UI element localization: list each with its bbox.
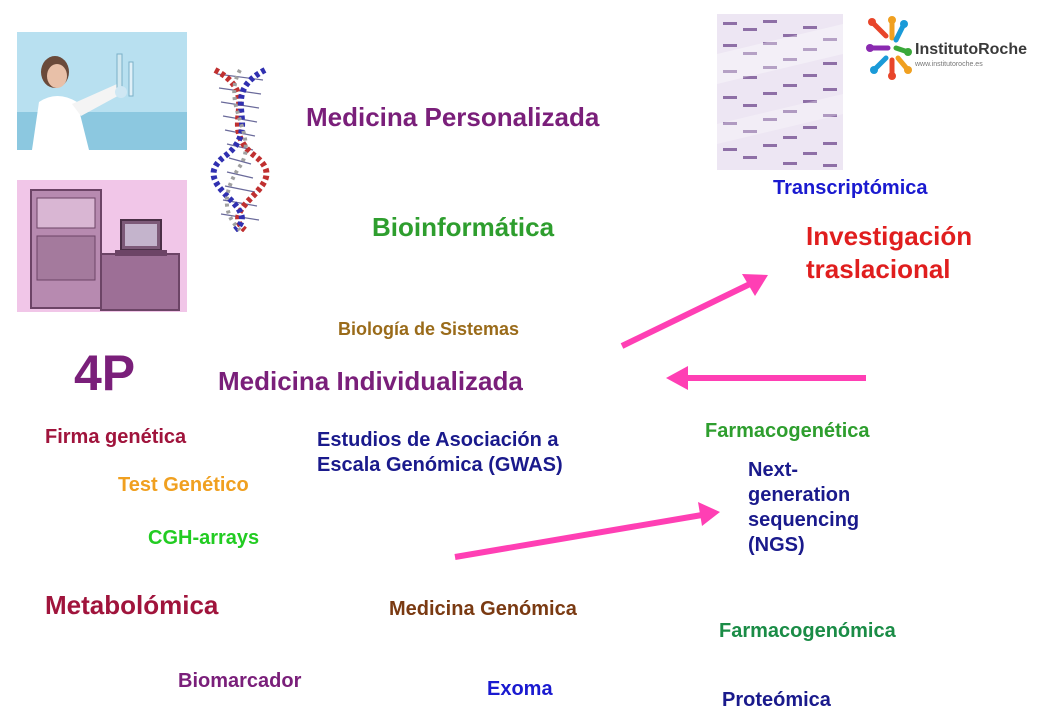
scientist-illustration <box>17 32 187 150</box>
term-medicina-individualizada: Medicina Individualizada <box>218 366 523 396</box>
scientist-photo <box>17 32 187 150</box>
term-ngs-line1: Next- <box>748 459 799 481</box>
term-farmacogenetica: Farmacogenética <box>705 420 870 442</box>
term-gwas-line1: Estudios de Asociación a <box>317 429 559 451</box>
term-gwas-line2: Escala Genómica (GWAS) <box>317 454 563 476</box>
dna-helix <box>205 66 275 232</box>
sequencer-photo <box>17 180 187 312</box>
term-ngs-line3: sequencing <box>748 509 860 531</box>
term-medicina-genomica: Medicina Genómica <box>389 598 577 620</box>
term-gwas: Estudios de Asociación a Escala Genómica… <box>317 428 563 478</box>
term-biomarcador: Biomarcador <box>178 670 302 692</box>
term-firma-genetica: Firma genética <box>45 426 187 448</box>
term-cgh-arrays: CGH-arrays <box>148 527 260 549</box>
term-biologia-sistemas: Biología de Sistemas <box>338 319 520 339</box>
sequencer-illustration <box>17 180 187 312</box>
term-investigacion-line1: Investigación <box>806 221 973 251</box>
logo-lettering: InstitutoRoche <box>915 41 1027 58</box>
arrow-up-right <box>620 274 768 349</box>
term-exoma: Exoma <box>487 678 553 700</box>
term-test-genetico: Test Genético <box>118 474 249 496</box>
instituto-roche-logo: InstitutoRoche www.institutoroche.es <box>862 14 1028 84</box>
term-4p: 4P <box>74 345 136 401</box>
instituto-roche-logo-icon: InstitutoRoche www.institutoroche.es <box>866 16 1027 80</box>
sequencing-gel-photo <box>717 14 843 170</box>
term-ngs-line2: generation <box>748 484 851 506</box>
logo-site-lettering: www.institutoroche.es <box>914 61 983 68</box>
arrow-left <box>666 366 866 390</box>
term-bioinformatica: Bioinformática <box>372 212 555 242</box>
dna-helix-icon <box>210 67 270 232</box>
term-proteomica: Proteómica <box>722 689 831 711</box>
sequencing-gel-illustration <box>717 14 843 170</box>
term-metabolomica: Metabolómica <box>45 590 219 620</box>
term-medicina-personalizada: Medicina Personalizada <box>306 102 600 132</box>
term-transcriptomica: Transcriptómica <box>773 177 928 199</box>
term-farmacogenomica: Farmacogenómica <box>719 620 896 642</box>
term-investigacion-traslacional: Investigación traslacional <box>806 220 972 285</box>
term-ngs: Next- generation sequencing (NGS) <box>748 458 859 558</box>
term-ngs-line4: (NGS) <box>748 534 805 556</box>
arrow-right <box>454 502 720 560</box>
term-investigacion-line2: traslacional <box>806 253 951 284</box>
